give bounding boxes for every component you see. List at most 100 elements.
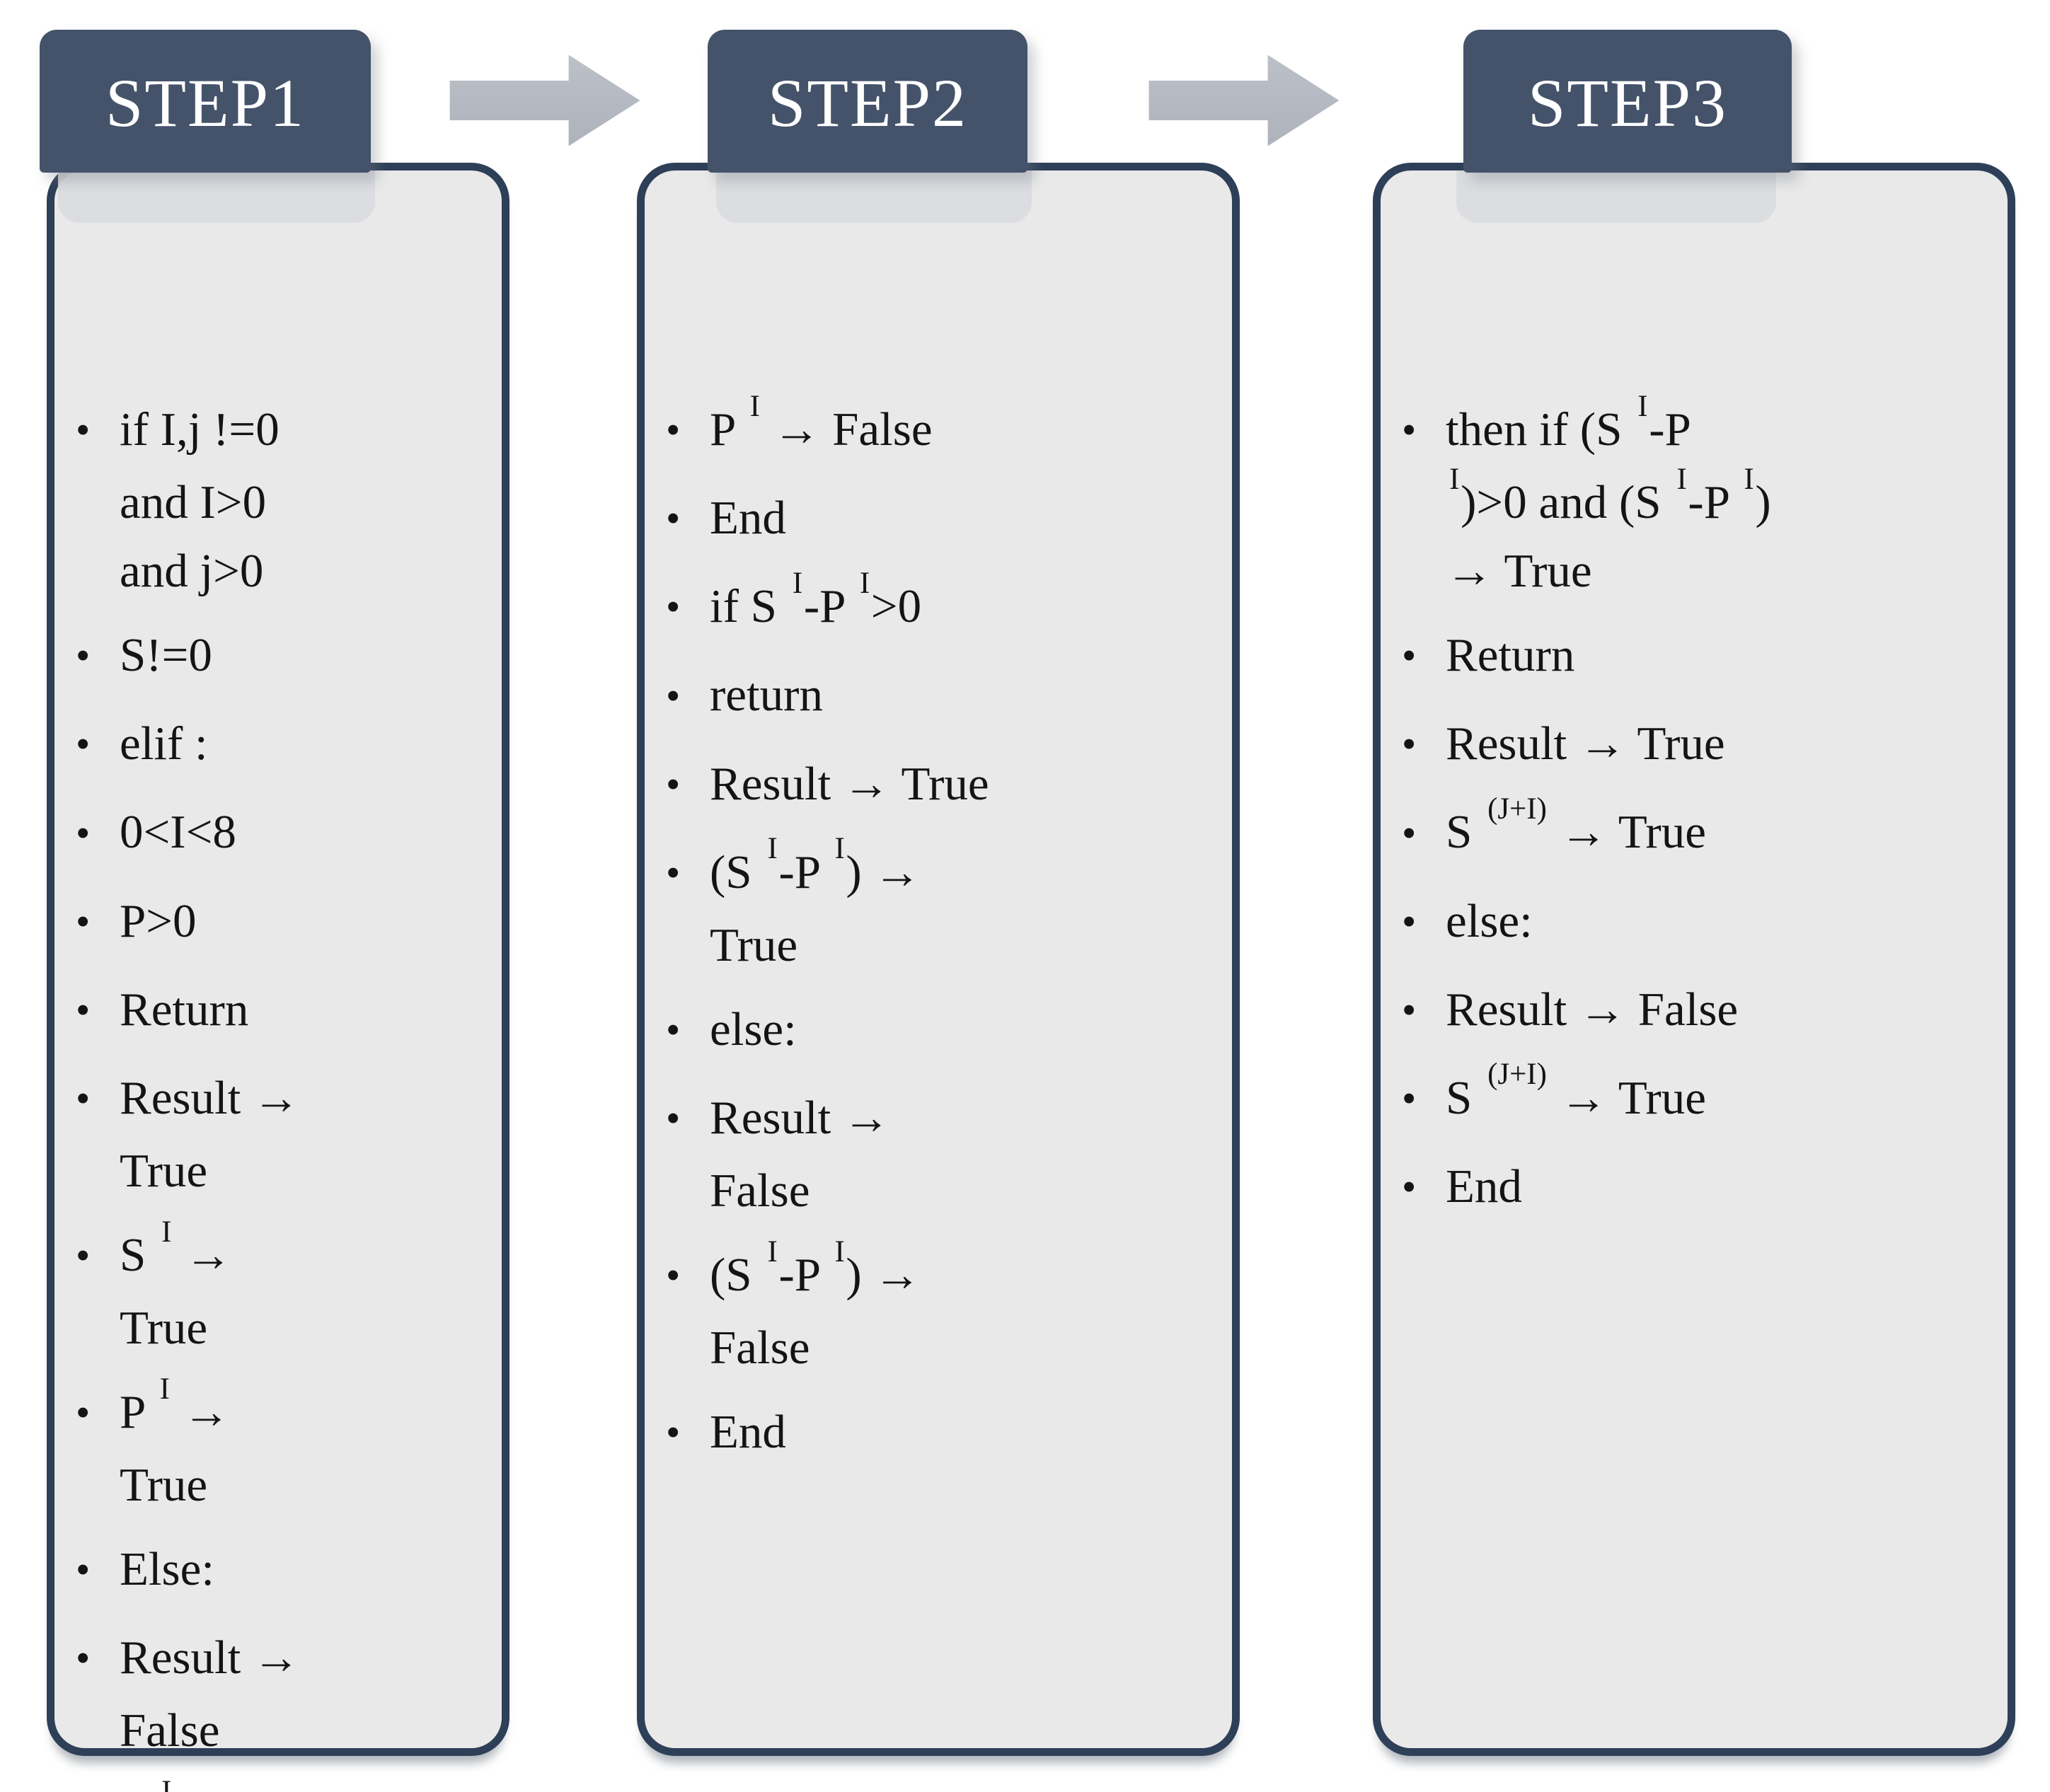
list-item-line: •End (666, 484, 1221, 557)
list-item: •else: (1402, 887, 1996, 960)
list-item-line: •0<I<8 (76, 798, 490, 871)
list-item-line: •End (1402, 1152, 1996, 1225)
list-item-wrap-line: True (120, 1302, 208, 1354)
list-item-wrap-line: False (710, 1322, 810, 1375)
list-item-wrap-line: True (120, 1144, 208, 1197)
bullet-dot-icon: • (1402, 1164, 1417, 1210)
arrow-right-icon (449, 54, 640, 146)
list-item: •(S I-P I) → False (666, 1237, 1221, 1382)
bullet-dot-icon: • (666, 495, 681, 542)
bullet-dot-icon: • (76, 1547, 91, 1593)
list-item: •Return (1402, 621, 1996, 694)
bullet-dot-icon: • (666, 849, 681, 896)
bullet-dot-icon: • (666, 672, 681, 719)
bullet-dot-icon: • (1402, 632, 1417, 679)
list-item-line: •Result → False (1402, 976, 1996, 1048)
list-item: •P I → True (76, 1374, 490, 1520)
bullet-dot-icon: • (76, 1389, 91, 1436)
bullet-dot-icon: • (1402, 721, 1417, 768)
list-item-line: •Result → (666, 1084, 1221, 1157)
list-item-wrap-line: and j>0 (120, 545, 264, 598)
list-item-line: •Result → (76, 1624, 490, 1696)
list-item-wrap-line: False (710, 1164, 810, 1217)
step3-tab-label: STEP3 (1527, 65, 1728, 141)
bullet-dot-icon: • (1402, 986, 1417, 1033)
list-item-wrap-line: False (120, 1704, 220, 1757)
list-item-wrap-line: I)>0 and (S I-P I) (1449, 462, 1771, 529)
list-item-line: •else: (666, 995, 1221, 1068)
list-item: •S (J+I) → True (1402, 794, 1996, 871)
list-item: •S I →False (76, 1776, 490, 1792)
list-item-line: •then if (S I-P (1402, 391, 1996, 468)
step3-tab: STEP3 (1463, 30, 1792, 173)
list-item-line: •Result → True (1402, 710, 1996, 782)
list-item-line: •P>0 (76, 887, 490, 960)
list-item: •S I →True (76, 1217, 490, 1363)
list-item: •Result → True (76, 1064, 490, 1206)
step1-tab-band (58, 170, 375, 223)
list-item: •return (666, 661, 1221, 734)
bullet-dot-icon: • (76, 721, 91, 768)
list-item-line: •Result → True (666, 750, 1221, 823)
bullet-dot-icon: • (76, 1232, 91, 1278)
list-item-line: •End (666, 1398, 1221, 1471)
list-item: •S!=0 (76, 621, 490, 694)
step2-card: •P I → False •End •if S I-P I>0 •return •Res… (637, 163, 1240, 1756)
list-item: •Result → False (1402, 976, 1996, 1048)
bullet-dot-icon: • (1402, 898, 1417, 944)
step2-bullet-list: •P I → False •End •if S I-P I>0 •return •Res… (645, 391, 1232, 1720)
bullet-dot-icon: • (76, 1075, 91, 1121)
list-item: •Else: (76, 1535, 490, 1608)
list-item: •P I → False (666, 391, 1221, 468)
list-item-line: •else: (1402, 887, 1996, 960)
list-item-line: •(S I-P I) → (666, 833, 1221, 911)
bullet-dot-icon: • (1402, 809, 1417, 856)
bullet-dot-icon: • (666, 1252, 681, 1299)
list-item-line: •S (J+I) → True (1402, 794, 1996, 871)
list-item-line: •Else: (76, 1535, 490, 1608)
list-item-line: •P I → (76, 1374, 490, 1451)
list-item-line: •Return (76, 976, 490, 1048)
arrow-right-icon (1148, 54, 1340, 146)
bullet-dot-icon: • (76, 898, 91, 944)
list-item-wrap-line: True (120, 1459, 208, 1512)
list-item-line: •if I,j !=0 (76, 395, 490, 468)
step3-tab-band (1456, 170, 1776, 223)
step2-tab: STEP2 (708, 30, 1027, 173)
list-item: •elif : (76, 710, 490, 782)
bullet-dot-icon: • (76, 407, 91, 453)
list-item: •(S I-P I) → True (666, 833, 1221, 980)
list-item: •if S I-P I>0 (666, 568, 1221, 645)
bullet-dot-icon: • (1402, 407, 1417, 453)
list-item-wrap-line: → True (1446, 545, 1592, 598)
list-item-line: •elif : (76, 710, 490, 782)
list-item-line: •if S I-P I>0 (666, 568, 1221, 645)
bullet-dot-icon: • (666, 1095, 681, 1141)
bullet-dot-icon: • (666, 761, 681, 807)
bullet-dot-icon: • (76, 986, 91, 1033)
step2-tab-band (716, 170, 1032, 223)
list-item: •0<I<8 (76, 798, 490, 871)
bullet-dot-icon: • (76, 632, 91, 679)
list-item: •End (1402, 1152, 1996, 1225)
list-item-line: •return (666, 661, 1221, 734)
list-item: •Result → False (666, 1084, 1221, 1225)
bullet-dot-icon: • (666, 1006, 681, 1053)
list-item-line: •Return (1402, 621, 1996, 694)
list-item: •P>0 (76, 887, 490, 960)
list-item-line: •S I → (76, 1776, 490, 1792)
list-item: •Result → True (666, 750, 1221, 823)
list-item-line: •Result → (76, 1064, 490, 1137)
step2-tab-label: STEP2 (767, 65, 968, 141)
bullet-dot-icon: • (76, 1635, 91, 1682)
list-item-line: •S (J+I) → True (1402, 1059, 1996, 1137)
step1-tab-label: STEP1 (105, 65, 306, 141)
list-item-line: •(S I-P I) → (666, 1237, 1221, 1314)
list-item: •End (666, 484, 1221, 557)
list-item-wrap-line: True (710, 918, 798, 971)
list-item: •End (666, 1398, 1221, 1471)
